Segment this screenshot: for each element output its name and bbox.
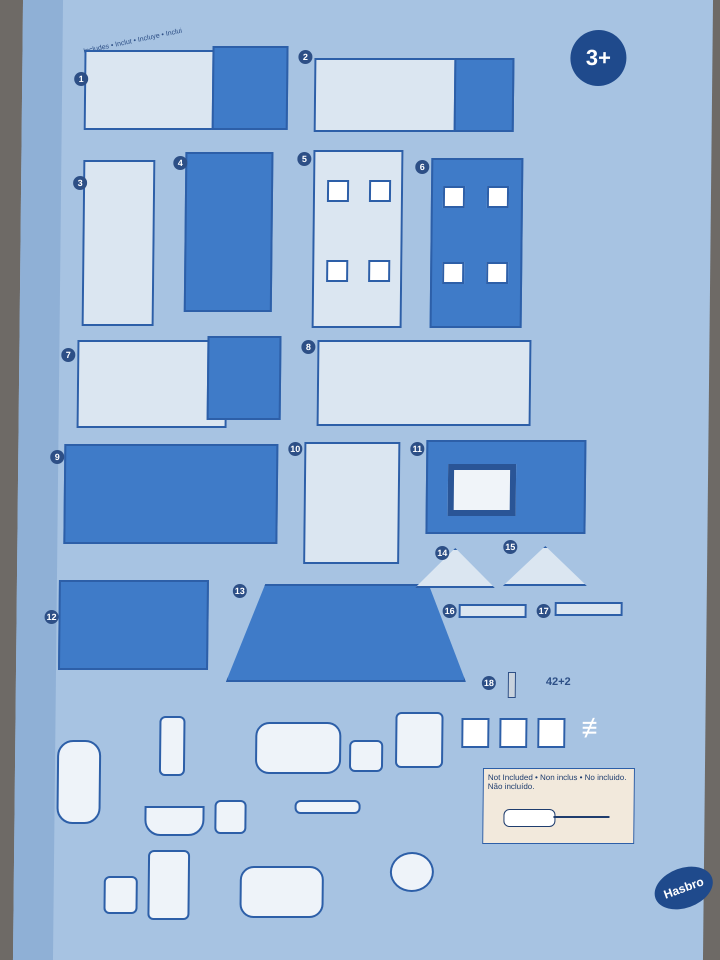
oven-toy [394,712,444,768]
step-number: 5 [297,152,312,166]
table-toy [294,800,361,814]
cabinet-toy [214,800,247,834]
step-number: 4 [173,156,188,170]
fridge-toy [56,740,102,824]
sofa-toy-2 [239,866,324,918]
step-number: 10 [288,442,303,456]
easel-toy [158,716,186,776]
step-number: 6 [415,160,430,174]
part-13 [226,584,467,682]
tv-toy [348,740,384,772]
step-number: 2 [298,50,313,64]
part-7 [76,340,228,428]
step-number: 15 [503,540,518,554]
step-number: 14 [435,546,450,560]
part-11 [425,440,587,534]
part-10 [303,442,401,564]
part-5 [311,150,404,328]
sofa-toy [254,722,342,774]
not-included-line1: Not Included • Non inclus • No incluido. [487,773,627,782]
age-badge: 3+ [570,30,627,86]
bathtub-toy [144,806,205,836]
step-number: 11 [410,442,425,456]
part-6 [429,158,524,328]
part-7-dark [206,336,282,420]
step-number: 12 [44,610,59,624]
bookshelf-toy [103,876,138,914]
instruction-sheet: Includes • Inclut • Incluye • Inclui 3+ … [12,0,719,960]
not-included-box: Not Included • Non inclus • No incluido.… [482,768,635,844]
step-number: 9 [50,450,65,464]
page-edge [12,0,64,960]
window-piece [461,718,490,748]
part-2-dark [453,58,515,132]
window-piece [537,718,566,748]
part-8 [316,340,532,426]
window-piece [499,718,528,748]
step-number: 7 [61,348,76,362]
part-4 [183,152,274,312]
part-16 [458,604,527,618]
part-14 [415,548,495,588]
kitchen-unit-toy [147,850,191,920]
antenna-icon: ≢ [581,712,610,743]
part-9 [63,444,279,544]
step-number: 18 [481,676,496,690]
part-15 [503,546,587,586]
step-number: 8 [301,340,316,354]
step-number: 3 [73,176,88,190]
screwdriver-icon [503,809,556,827]
part-12 [58,580,209,670]
hasbro-logo: Hasbro [648,858,719,918]
screw-icon [507,672,516,698]
part-17 [554,602,623,616]
part-3 [81,160,156,326]
step-number: 1 [74,72,89,86]
screw-count: 42+2 [545,676,571,688]
step-number: 13 [232,584,247,598]
step-number: 17 [536,604,551,618]
step-number: 16 [442,604,457,618]
not-included-line2: Não incluído. [487,782,535,791]
fishbowl-toy [389,852,435,892]
part-1-dark [211,46,289,130]
